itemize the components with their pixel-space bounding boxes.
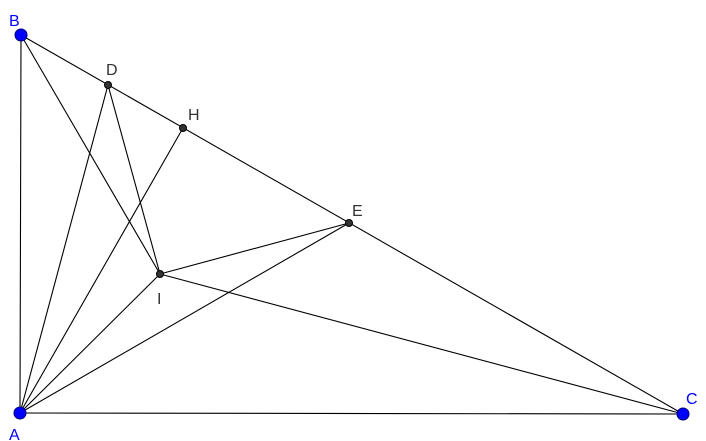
segment-di [107,84,161,275]
segment-bi [20,34,161,275]
segment-ie [159,222,350,275]
point-i[interactable] [156,270,164,278]
point-b[interactable] [14,28,28,42]
segment-ic [159,273,684,415]
point-label-e: E [352,203,363,220]
point-label-a: A [9,427,20,441]
labels-layer: A B C D H E I [9,13,698,441]
segment-ac [19,412,684,415]
point-c[interactable] [676,407,690,421]
point-e[interactable] [345,219,353,227]
segment-ah [19,127,184,414]
point-label-h: H [188,107,200,124]
segment-ai [19,273,161,414]
point-a[interactable] [13,406,27,420]
point-label-c: C [686,391,698,408]
point-label-b: B [9,13,20,30]
segment-ae [19,222,350,414]
segment-ab [19,34,22,414]
segment-ad [19,84,109,414]
points-layer [13,28,690,421]
point-label-i: I [157,291,161,308]
point-label-d: D [106,62,118,79]
point-h[interactable] [179,124,187,132]
point-d[interactable] [104,81,112,89]
